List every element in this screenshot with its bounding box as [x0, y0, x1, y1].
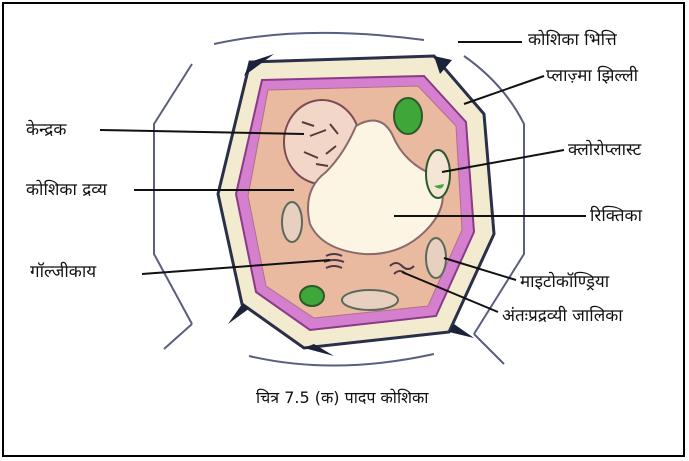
label-nucleus: केन्द्रक — [26, 120, 66, 140]
label-mitochondria: माइटोकॉण्ड्रिया — [520, 272, 609, 292]
label-cytoplasm: कोशिका द्रव्य — [26, 180, 107, 200]
label-vacuole: रिक्तिका — [590, 206, 642, 226]
label-cell-wall: कोशिका भित्ति — [528, 30, 617, 50]
figure-frame: कोशिका भित्ति प्लाज़्मा झिल्ली केन्द्रक … — [2, 2, 685, 457]
label-plasma-membrane: प्लाज़्मा झिल्ली — [546, 66, 638, 86]
figure-caption: चित्र 7.5 (क) पादप कोशिका — [256, 388, 428, 408]
label-golgi: गॉल्जीकाय — [30, 262, 96, 282]
label-chloroplast: क्लोरोप्लास्ट — [568, 140, 641, 160]
label-er: अंतःप्रद्रव्यी जालिका — [502, 306, 623, 326]
